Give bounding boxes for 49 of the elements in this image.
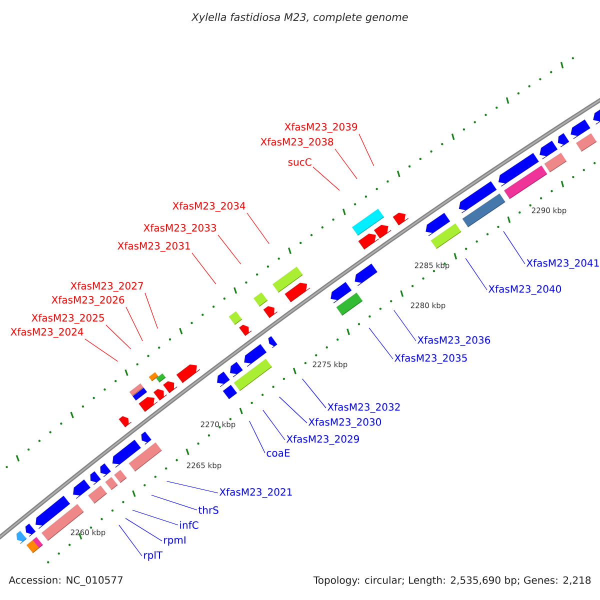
gene-label: sucC [288, 158, 312, 166]
gene-label: rplT [144, 551, 163, 561]
leader-line [144, 292, 158, 329]
leader-line [125, 518, 162, 542]
leader-line [334, 148, 358, 180]
gene-label: XfasM23_2030 [308, 418, 382, 428]
gene-label: rpmI [164, 536, 186, 546]
leader-line [302, 378, 326, 408]
leader-line [166, 480, 218, 494]
gene-label: XfasM23_2024 [10, 328, 84, 338]
leader-line [358, 134, 374, 166]
gene-label: XfasM23_2040 [488, 285, 562, 295]
leader-line [84, 338, 118, 362]
gene-label: XfasM23_2032 [328, 403, 400, 413]
gene-label: XfasM23_2036 [418, 336, 490, 346]
gene-label: XfasM23_2035 [394, 354, 467, 364]
gene-label: infC [180, 521, 198, 529]
title: Xylella fastidiosa M23, complete genome [191, 12, 408, 24]
gene-label: coaE [266, 449, 290, 457]
leader-line [394, 310, 416, 342]
leader-line [218, 234, 242, 264]
leader-line [106, 324, 132, 350]
gene-label: XfasM23_2026 [52, 296, 124, 306]
leader-line [262, 410, 286, 440]
leader-line [503, 231, 526, 264]
leader-line [368, 328, 394, 360]
leader-line [246, 212, 270, 244]
leader-line [192, 252, 216, 284]
info-text: Topology: circular; Length: 2,535,690 bp; Genes: 2,218 [313, 576, 591, 586]
gene-label: XfasM23_2025 [32, 314, 104, 324]
gene-label: XfasM23_2027 [70, 282, 143, 292]
leader-line [151, 494, 198, 510]
leader-line [278, 396, 308, 424]
gene-label: XfasM23_2029 [286, 435, 359, 445]
leader-line [118, 524, 142, 556]
gene-label: XfasM23_2039 [284, 122, 358, 133]
gene-label: thrS [198, 506, 218, 514]
leader-line [132, 510, 178, 526]
gene-label: XfasM23_2031 [118, 242, 190, 252]
gene-label: XfasM23_2034 [172, 202, 246, 212]
leader-line [249, 420, 266, 454]
leader-line [312, 166, 340, 191]
gene-label: XfasM23_2041 [526, 259, 599, 269]
leader-line [126, 306, 143, 342]
gene-label: XfasM23_2021 [220, 488, 292, 498]
gene-label: XfasM23_2038 [260, 138, 334, 148]
leader-line [465, 258, 488, 290]
gene-label: XfasM23_2033 [144, 224, 216, 234]
info-text: Accession: NC_010577 [8, 576, 123, 586]
